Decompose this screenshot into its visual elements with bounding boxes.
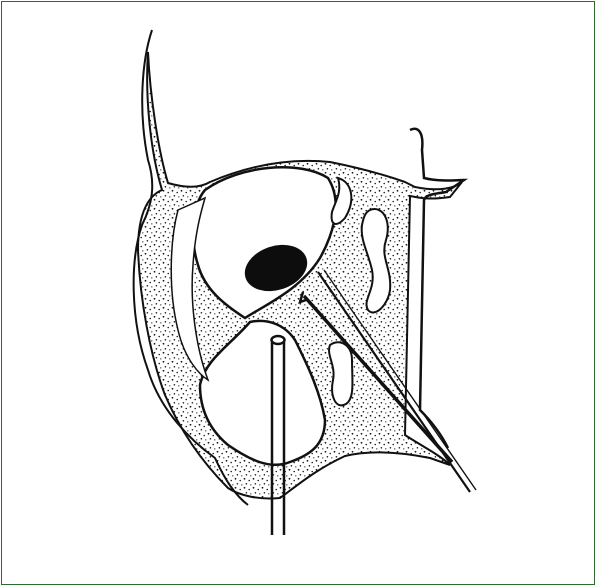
lower-recess bbox=[329, 342, 352, 405]
right-canal bbox=[410, 129, 464, 448]
